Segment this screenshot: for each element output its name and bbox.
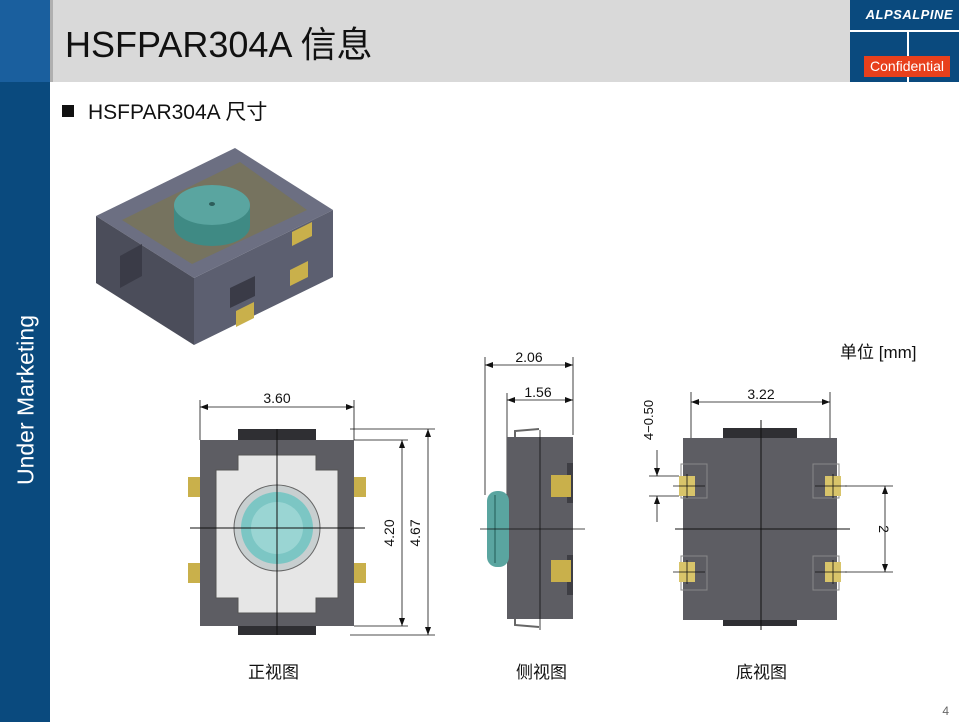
bottom-pitch-dimension: 2 bbox=[876, 525, 892, 533]
confidential-badge: Confidential bbox=[864, 56, 950, 77]
section-heading: HSFPAR304A 尺寸 bbox=[62, 96, 267, 126]
product-3d-render bbox=[96, 148, 333, 345]
unit-label: 单位 [mm] bbox=[840, 343, 917, 362]
side-width-inner-dimension: 1.56 bbox=[524, 384, 551, 400]
page-title: HSFPAR304A 信息 bbox=[65, 24, 373, 65]
page-number: 4 bbox=[942, 704, 949, 718]
bullet-square-icon bbox=[62, 105, 74, 117]
front-view-caption: 正视图 bbox=[248, 663, 299, 682]
bottom-view-drawing: 3.22 4−0.50 2 bbox=[641, 386, 893, 630]
front-height-outer-dimension: 4.67 bbox=[407, 519, 423, 546]
sidebar: Under Marketing bbox=[0, 0, 50, 722]
bottom-view-caption: 底视图 bbox=[736, 663, 787, 682]
title-bar: HSFPAR304A 信息 bbox=[50, 0, 850, 82]
sidebar-label: Under Marketing bbox=[12, 314, 39, 486]
brand-logo: ALPSALPINE bbox=[865, 7, 953, 22]
side-view-drawing: 2.06 1.56 bbox=[480, 349, 585, 630]
side-width-outer-dimension: 2.06 bbox=[515, 349, 542, 365]
section-heading-text: HSFPAR304A 尺寸 bbox=[88, 101, 268, 124]
bottom-pad-offset-dimension: 4−0.50 bbox=[641, 400, 656, 440]
bottom-width-dimension: 3.22 bbox=[747, 386, 774, 402]
logo-divider-horizontal bbox=[850, 30, 959, 32]
front-height-inner-dimension: 4.20 bbox=[381, 519, 397, 546]
front-view-drawing: 3.60 4.20 4.67 bbox=[188, 390, 435, 636]
sidebar-top-block bbox=[0, 0, 50, 82]
front-width-dimension: 3.60 bbox=[263, 390, 290, 406]
side-view-caption: 侧视图 bbox=[516, 663, 567, 682]
